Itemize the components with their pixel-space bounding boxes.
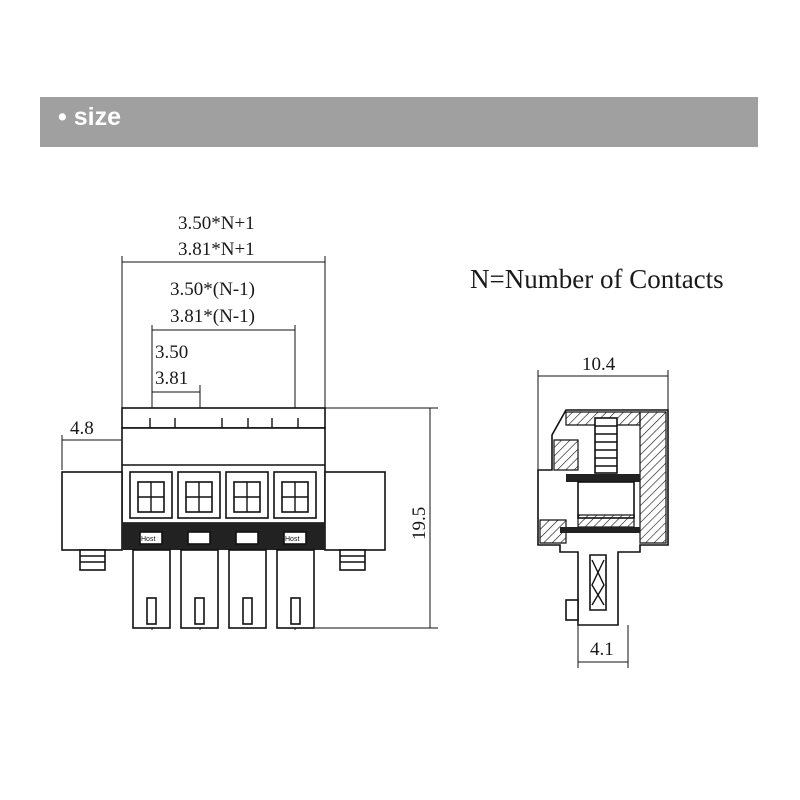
pin-2	[180, 549, 219, 629]
terminal-window-2	[177, 471, 221, 519]
front-view: 3.50*N+1 3.81*N+1 3.50*(N-1) 3.81*(N-1) …	[61, 213, 438, 630]
right-flange	[324, 471, 386, 551]
left-screw	[79, 549, 106, 571]
side-view: 10.4 4.1	[537, 354, 669, 668]
header-title-row: • size	[58, 103, 121, 132]
dim-pitch-381: 3.81	[155, 368, 188, 389]
side-clamp-top	[566, 474, 640, 482]
dim-inner-381: 3.81*(N-1)	[170, 306, 255, 327]
left-flange	[61, 471, 123, 551]
pin-3	[228, 549, 267, 629]
pin-4	[276, 549, 315, 629]
dim-overall-350: 3.50*N+1	[178, 213, 255, 234]
dim-overall-381: 3.81*N+1	[178, 239, 255, 260]
top-rail	[121, 407, 326, 429]
side-screw	[594, 417, 618, 474]
pin-label-right: Host	[285, 536, 299, 543]
dim-side-width: 10.4	[582, 354, 616, 375]
terminal-window-4	[273, 471, 317, 519]
terminal-window-1	[129, 471, 173, 519]
dim-height: 19.5	[409, 507, 430, 540]
header-title: size	[73, 103, 121, 131]
header-banner	[40, 97, 758, 147]
dim-pitch-350: 3.50	[155, 342, 188, 363]
pin-label-left: Host	[141, 536, 155, 543]
terminal-window-3	[225, 471, 269, 519]
dim-pin-width: 4.1	[590, 639, 614, 660]
right-screw	[339, 549, 366, 571]
pin-1	[132, 549, 171, 629]
dim-inner-350: 3.50*(N-1)	[170, 279, 255, 300]
dim-flange: 4.8	[70, 418, 94, 439]
contacts-note: N=Number of Contacts	[470, 264, 724, 294]
bullet-icon: •	[58, 103, 67, 131]
